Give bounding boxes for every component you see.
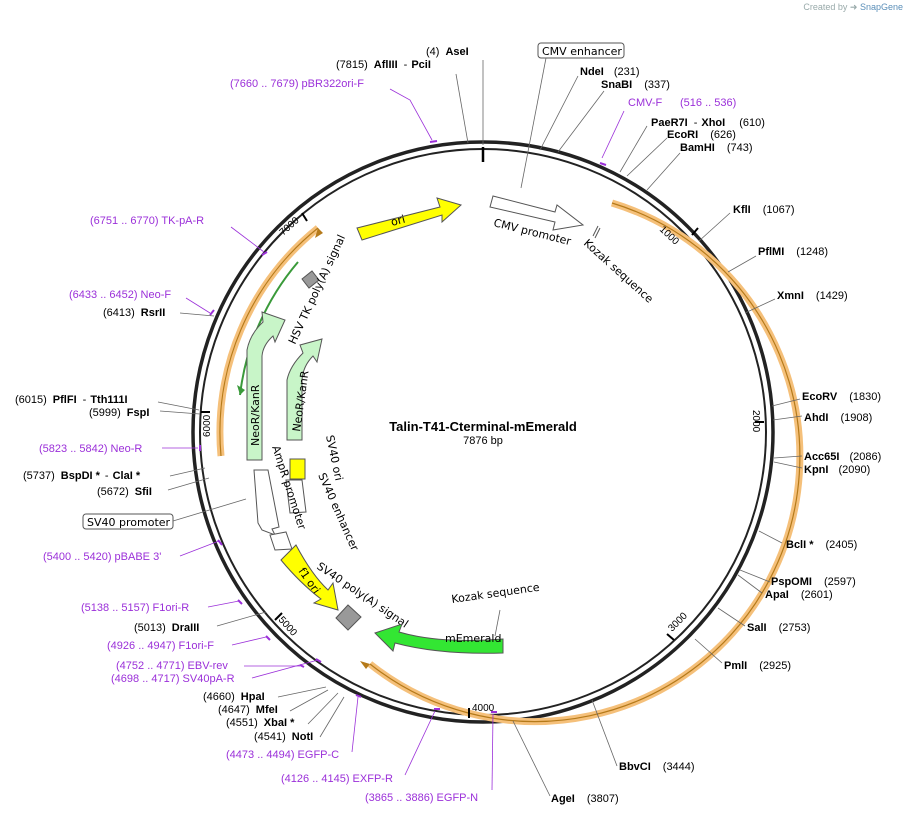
primer-label: (516 .. 536): [680, 97, 736, 109]
site-label: AhdI(1908): [804, 412, 872, 424]
site-labels: (4)AseI (7815)AflIII-PciI NdeI(231) SnaB…: [15, 46, 881, 805]
primer-label: (3865 .. 3886) EGFP-N: [365, 792, 478, 804]
neokan-inner-feature: [286, 338, 323, 441]
primer-label: (4752 .. 4771) EBV-rev: [116, 660, 228, 672]
ampr-promoter-feature: [253, 469, 280, 536]
ori-label: ori: [389, 213, 406, 229]
memerald-label: mEmerald: [445, 632, 501, 645]
site-label: SnaBI(337): [601, 79, 670, 91]
site-label: (4660)HpaI: [203, 691, 265, 703]
primer-leader-lines: [162, 88, 625, 791]
primer-label: (5400 .. 5420) pBABE 3': [43, 551, 161, 563]
f1-ori-feature: [280, 544, 339, 611]
primer-label: CMV-F: [628, 97, 663, 109]
site-label: (5672)SfiI: [97, 486, 152, 498]
neokan-outer-label: NeoR/KanR: [249, 384, 262, 446]
site-label: KpnI(2090): [804, 464, 870, 476]
site-label: SalI(2753): [747, 622, 810, 634]
orf-arrow-head: [360, 661, 370, 669]
kozak1-mark: [592, 225, 599, 237]
tick-6000: 6000: [202, 414, 213, 437]
site-label: NdeI(231): [580, 66, 640, 78]
site-label: PflMI(1248): [758, 246, 828, 258]
primer-marks: [199, 140, 607, 713]
site-label: BbvCI(3444): [619, 761, 695, 773]
orf-band-neo-line: [219, 227, 319, 457]
site-label: ApaI(2601): [765, 589, 833, 601]
sv40-enhancer-feature: [285, 479, 307, 514]
site-label: (5999)FspI: [89, 407, 149, 419]
tick-2000: 2000: [750, 410, 761, 433]
site-label: (6015)PflFI-Tth111I: [15, 394, 128, 406]
orf-band-main-line: [369, 202, 801, 723]
cmv-enhancer-label: CMV enhancer: [542, 45, 622, 58]
kozak1-label: Kozak sequence: [581, 237, 656, 306]
site-label: Acc65I(2086): [804, 451, 881, 463]
site-label: XmnI(1429): [777, 290, 848, 302]
site-label: AgeI(3807): [551, 793, 619, 805]
cmv-enhancer-box: CMV enhancer: [520, 42, 625, 189]
sv40-polya-feature: [335, 604, 362, 631]
primer-label: (7660 .. 7679) pBR322ori-F: [230, 78, 364, 90]
site-label: (4)AseI: [426, 46, 469, 58]
plasmid-name: Talin-T41-Cterminal-mEmerald: [389, 419, 577, 434]
site-label: (6413)RsrII: [103, 307, 165, 319]
sv40-promoter-label: SV40 promoter: [87, 516, 171, 529]
site-label: PmlI(2925): [724, 660, 791, 672]
ori-feature: [356, 197, 463, 241]
site-label: PspOMI(2597): [771, 576, 856, 588]
primer-label: (4926 .. 4947) F1ori-F: [107, 640, 214, 652]
tick-3000: 3000: [666, 610, 690, 634]
orf-neo-arrow-head: [315, 228, 323, 238]
primer-label: (5823 .. 5842) Neo-R: [39, 443, 142, 455]
ampr-promoter-tail: [269, 531, 293, 551]
credit-brand: SnapGene: [859, 2, 903, 12]
kozak2-label: Kozak sequence: [451, 581, 541, 606]
site-leader-lines: [157, 60, 803, 797]
site-label: (5013)DraIII: [134, 622, 199, 634]
primer-label: (5138 .. 5157) F1ori-R: [81, 602, 189, 614]
site-label: (4551)XbaI *: [226, 717, 295, 729]
neokan-outer-feature: [246, 311, 286, 461]
primer-label: (6751 .. 6770) TK-pA-R: [90, 215, 204, 227]
site-label: (4647)MfeI: [218, 704, 278, 716]
site-label: (5737)BspDI *-ClaI *: [23, 470, 141, 482]
sv40-promoter-box: SV40 promoter: [82, 498, 247, 530]
site-label: KflI(1067): [733, 204, 795, 216]
cmv-promoter-feature: [489, 195, 585, 231]
credit-prefix: Created by: [803, 2, 848, 12]
primer-label: (4473 .. 4494) EGFP-C: [226, 749, 339, 761]
site-label: EcoRV(1830): [802, 391, 881, 403]
site-label: (7815)AflIII-PciI: [336, 59, 431, 71]
sv40-enhancer-label: SV40 enhancer: [315, 471, 361, 553]
site-label: BclI *(2405): [786, 539, 857, 551]
site-label: EcoRI(626): [667, 129, 736, 141]
primer-labels: (7660 .. 7679) pBR322ori-F CMV-F (516 ..…: [39, 78, 736, 804]
site-label: (4541)NotI: [254, 731, 313, 743]
hsv-tk-polya-feature: [301, 270, 320, 289]
primer-label: (6433 .. 6452) Neo-F: [69, 289, 171, 301]
sv40-ori-feature: [289, 458, 306, 480]
plasmid-length: 7876 bp: [463, 435, 503, 447]
neo-orf-arrow-head: [237, 385, 245, 395]
primer-label: (4698 .. 4717) SV40pA-R: [111, 673, 235, 685]
memerald-feature: [374, 623, 504, 654]
snapgene-credit: Created by ➜ SnapGene: [803, 2, 903, 13]
neo-orf-green-line: [239, 261, 299, 396]
primer-label: (4126 .. 4145) EXFP-R: [281, 773, 393, 785]
tick-4000: 4000: [472, 703, 495, 714]
site-label: BamHI(743): [680, 142, 753, 154]
site-label: PaeR7I-XhoI(610): [651, 117, 765, 129]
snapgene-logo-icon: ➜: [849, 2, 858, 12]
